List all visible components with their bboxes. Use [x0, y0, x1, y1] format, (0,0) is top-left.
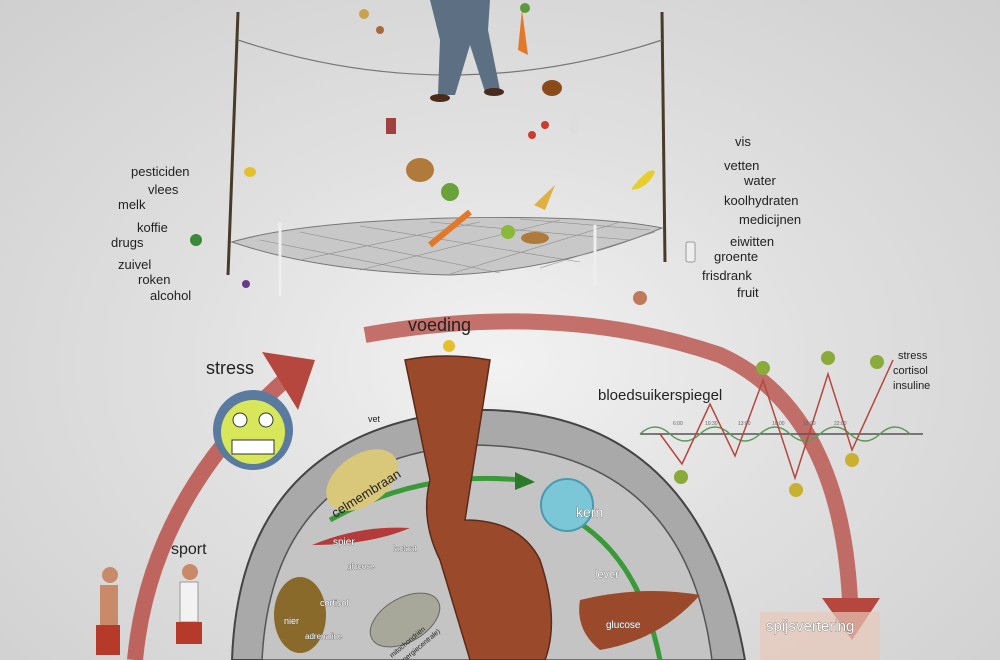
right-item: vis: [735, 134, 751, 149]
glucose-liver-label: glucose: [606, 620, 641, 631]
nier-label: nier: [284, 616, 299, 626]
safety-net: [230, 216, 664, 296]
right-item: water: [743, 173, 776, 188]
left-item: roken: [138, 272, 171, 287]
falling-food: [190, 3, 696, 352]
bloedsuikerspiegel-label: bloedsuikerspiegel: [598, 387, 722, 404]
right-item: medicijnen: [739, 212, 801, 227]
left-item: drugs: [111, 235, 144, 250]
right-item: koolhydraten: [724, 193, 798, 208]
right-item: vetten: [724, 158, 759, 173]
vet-label: vet: [368, 414, 381, 424]
legend-item: stress: [898, 350, 928, 362]
blood-sugar-graph: [639, 351, 923, 497]
left-food-list: pesticiden vlees melk koffie drugs zuive…: [111, 164, 191, 303]
kern-label: kern: [576, 504, 603, 520]
spijsvertering-label: spijsvertering: [766, 618, 854, 635]
sport-label: sport: [171, 541, 207, 558]
legend-item: cortisol: [893, 365, 928, 377]
time-tick: 16:00: [772, 421, 785, 427]
spijsvertering-panel: [760, 612, 880, 660]
right-item: eiwitten: [730, 234, 774, 249]
stress-label: stress: [206, 358, 254, 378]
right-food-list: vis vetten water koolhydraten medicijnen…: [702, 134, 801, 300]
glucose-muscle-label: glucose: [347, 562, 375, 571]
athletes: [96, 564, 202, 655]
left-item: alcohol: [150, 288, 191, 303]
lactaat-label: lactaat: [393, 544, 417, 553]
time-tick: 6:00: [673, 421, 683, 427]
digestive-tract: [404, 355, 553, 660]
left-item: zuivel: [118, 257, 151, 272]
right-item: fruit: [737, 285, 759, 300]
cortisol-label: cortisol: [320, 598, 349, 608]
adrenaline-label: adrenaline: [305, 632, 343, 641]
spier-label: spier: [333, 537, 355, 548]
right-item: frisdrank: [702, 268, 752, 283]
time-tick: 13:00: [738, 421, 751, 427]
right-item: groente: [714, 249, 758, 264]
left-item: melk: [118, 197, 146, 212]
stress-face-icon: [213, 390, 293, 470]
time-tick: 22:00: [834, 421, 847, 427]
tightrope-walker: [430, 0, 504, 102]
time-tick: 18:00: [803, 421, 816, 427]
lever-label: lever: [595, 569, 619, 581]
left-item: vlees: [148, 182, 179, 197]
legend-item: insuline: [893, 380, 930, 392]
time-tick: 10:30: [705, 421, 718, 427]
left-item: koffie: [137, 220, 168, 235]
voeding-label: voeding: [408, 315, 471, 335]
left-item: pesticiden: [131, 164, 190, 179]
